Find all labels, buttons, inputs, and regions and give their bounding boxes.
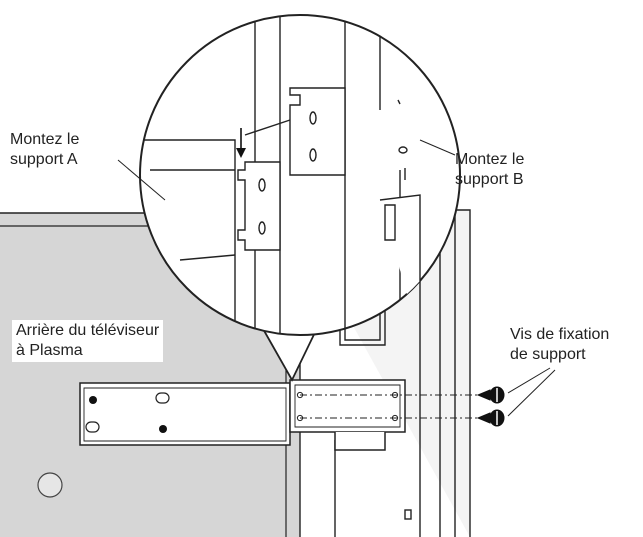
- screw-upper: [476, 386, 505, 404]
- label-tv-rear: Arrière du téléviseur à Plasma: [12, 320, 164, 362]
- bracket-a-slot-2: [85, 421, 100, 433]
- bracket-a-slot-1: [155, 392, 170, 404]
- label-screws-line-1: Vis de fixation: [510, 326, 610, 343]
- bracket-a-hole-2: [159, 425, 167, 433]
- label-bracket-a: Montez le support A: [10, 130, 79, 170]
- leader-screw-lower: [507, 369, 556, 417]
- leader-bracket-a: [117, 159, 166, 201]
- label-screws-line-2: de support: [510, 346, 586, 363]
- bracket-a-hole-1: [89, 396, 97, 404]
- label-bracket-a-line-1: Montez le: [10, 131, 80, 148]
- screw-lower: [476, 409, 505, 427]
- leader-bracket-b: [419, 139, 456, 156]
- insert-arrow: [236, 128, 246, 158]
- label-screws: Vis de fixation de support: [510, 325, 609, 365]
- leader-screw-upper: [507, 367, 551, 394]
- label-tv-rear-line-1: Arrière du téléviseur: [16, 322, 160, 339]
- label-bracket-b-line-1: Montez le: [455, 151, 525, 168]
- panel-grommet: [37, 472, 63, 498]
- bracket-b: [289, 379, 406, 451]
- label-bracket-b-line-2: support B: [455, 171, 524, 188]
- label-tv-rear-line-2: à Plasma: [16, 342, 83, 359]
- bracket-a: [79, 382, 291, 446]
- label-bracket-b: Montez le support B: [455, 150, 524, 190]
- label-bracket-a-line-2: support A: [10, 151, 78, 168]
